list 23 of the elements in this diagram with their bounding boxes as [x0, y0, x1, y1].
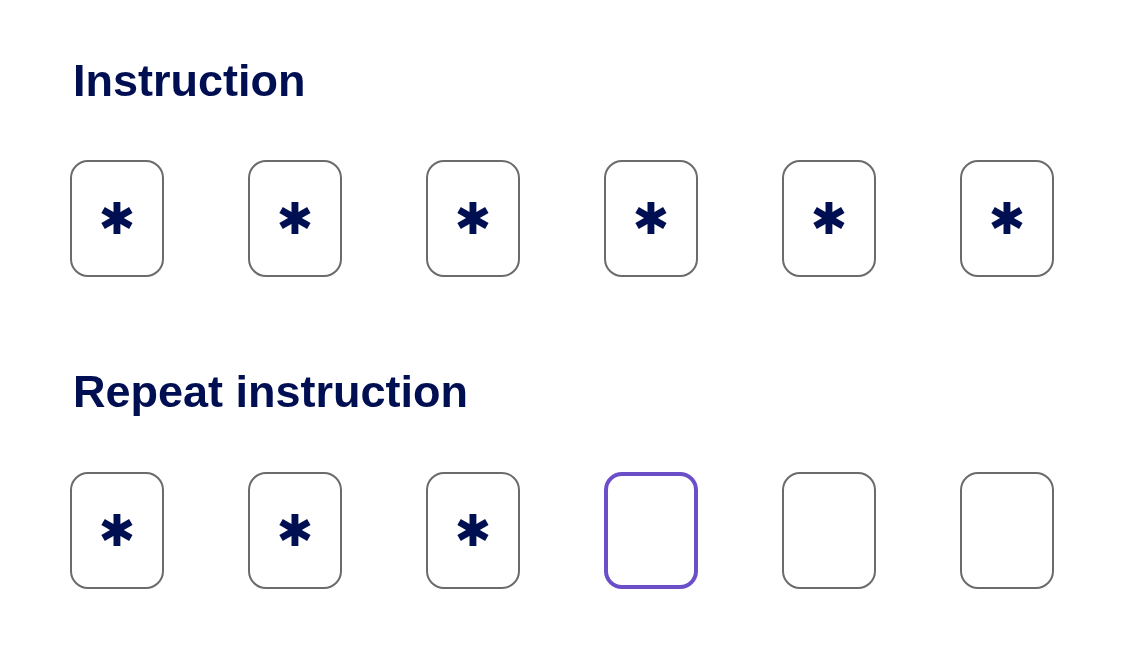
code-digit-field	[604, 160, 698, 277]
masked-character: ✱	[810, 196, 848, 241]
masked-character: ✱	[276, 508, 314, 553]
code-digit-field	[960, 472, 1054, 589]
masked-character: ✱	[276, 196, 314, 241]
code-digit-field	[426, 160, 520, 277]
code-digit-field	[426, 472, 520, 589]
code-digit-field	[782, 472, 876, 589]
section-heading: Instruction	[73, 58, 306, 103]
code-digit-field	[70, 160, 164, 277]
code-digit-field	[782, 160, 876, 277]
masked-character: ✱	[454, 508, 492, 553]
section-heading: Repeat instruction	[73, 369, 469, 414]
masked-character: ✱	[98, 508, 136, 553]
masked-character: ✱	[454, 196, 492, 241]
masked-character: ✱	[98, 196, 136, 241]
code-digit-field	[960, 160, 1054, 277]
masked-character: ✱	[988, 196, 1026, 241]
masked-character: ✱	[632, 196, 670, 241]
code-digit-field	[604, 472, 698, 589]
code-digit-field	[70, 472, 164, 589]
code-digit-field	[248, 472, 342, 589]
code-digit-field	[248, 160, 342, 277]
